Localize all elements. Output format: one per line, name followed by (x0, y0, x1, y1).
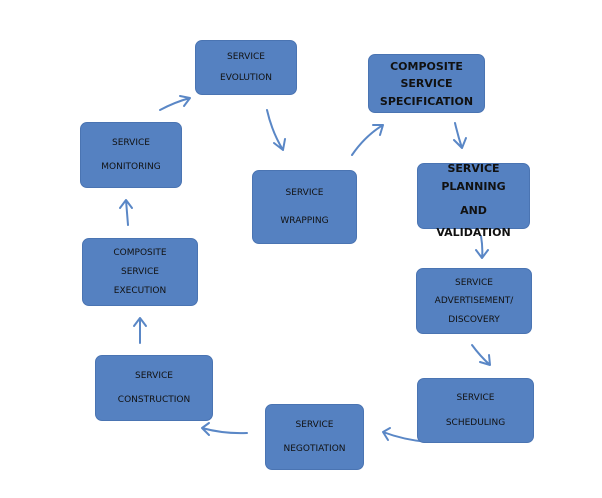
node-label: NEGOTIATION (283, 444, 346, 455)
arrow-execution-to-monitoring (119, 199, 133, 226)
node-service-wrapping: SERVICE WRAPPING (252, 170, 357, 244)
arrow-evolution-to-wrapping (266, 109, 286, 151)
node-label: ADVERTISEMENT/ (434, 296, 514, 306)
node-service-advertisement-discovery: SERVICE ADVERTISEMENT/ DISCOVERY (416, 268, 532, 334)
arrow-monitoring-to-evolution (159, 95, 191, 111)
node-label: SERVICE (295, 419, 334, 430)
node-composite-service-specification: COMPOSITE SERVICE SPECIFICATION (368, 54, 485, 113)
node-label: COMPOSITE (113, 248, 167, 258)
node-label: SERVICE (400, 77, 453, 90)
arrow-negotiation-to-construction (201, 422, 248, 436)
arrow-advertisement-to-scheduling (471, 344, 491, 366)
node-label: DISCOVERY (448, 314, 500, 325)
node-service-monitoring: SERVICE MONITORING (80, 122, 182, 188)
arrow-construction-to-execution (133, 317, 147, 344)
node-label: SERVICE (135, 370, 173, 381)
node-service-planning-validation: SERVICE PLANNING AND VALIDATION (417, 162, 530, 239)
node-label: CONSTRUCTION (117, 395, 191, 406)
node-service-construction: SERVICE CONSTRUCTION (95, 355, 213, 421)
node-label: SERVICE (285, 188, 324, 199)
node-label: SERVICE (456, 393, 495, 404)
node-label: SERVICE (447, 162, 500, 175)
node-label: SPECIFICATION (379, 94, 474, 108)
node-composite-service-execution: COMPOSITE SERVICE EXECUTION (82, 238, 198, 306)
node-label: PLANNING (441, 180, 506, 193)
arrow-wrapping-to-spec (351, 124, 384, 156)
arrow-spec-to-planning (453, 122, 467, 149)
node-label: EXECUTION (113, 286, 167, 296)
node-label: SERVICE (112, 137, 150, 148)
node-service-negotiation: SERVICE NEGOTIATION (265, 404, 364, 470)
node-label: EVOLUTION (220, 73, 272, 83)
arrow-planning-to-advertisement (475, 235, 489, 259)
node-service-evolution: SERVICE EVOLUTION (195, 40, 297, 95)
node-service-scheduling: SERVICE SCHEDULING (417, 378, 534, 443)
node-label: WRAPPING (280, 215, 329, 226)
node-label: VALIDATION (436, 226, 511, 239)
node-label: AND (460, 204, 487, 217)
node-label: SERVICE (121, 267, 159, 277)
node-label: SCHEDULING (445, 417, 506, 428)
node-label: SERVICE (227, 52, 265, 62)
node-label: SERVICE (455, 277, 493, 288)
node-label: MONITORING (101, 162, 161, 173)
node-label: COMPOSITE (390, 59, 463, 73)
